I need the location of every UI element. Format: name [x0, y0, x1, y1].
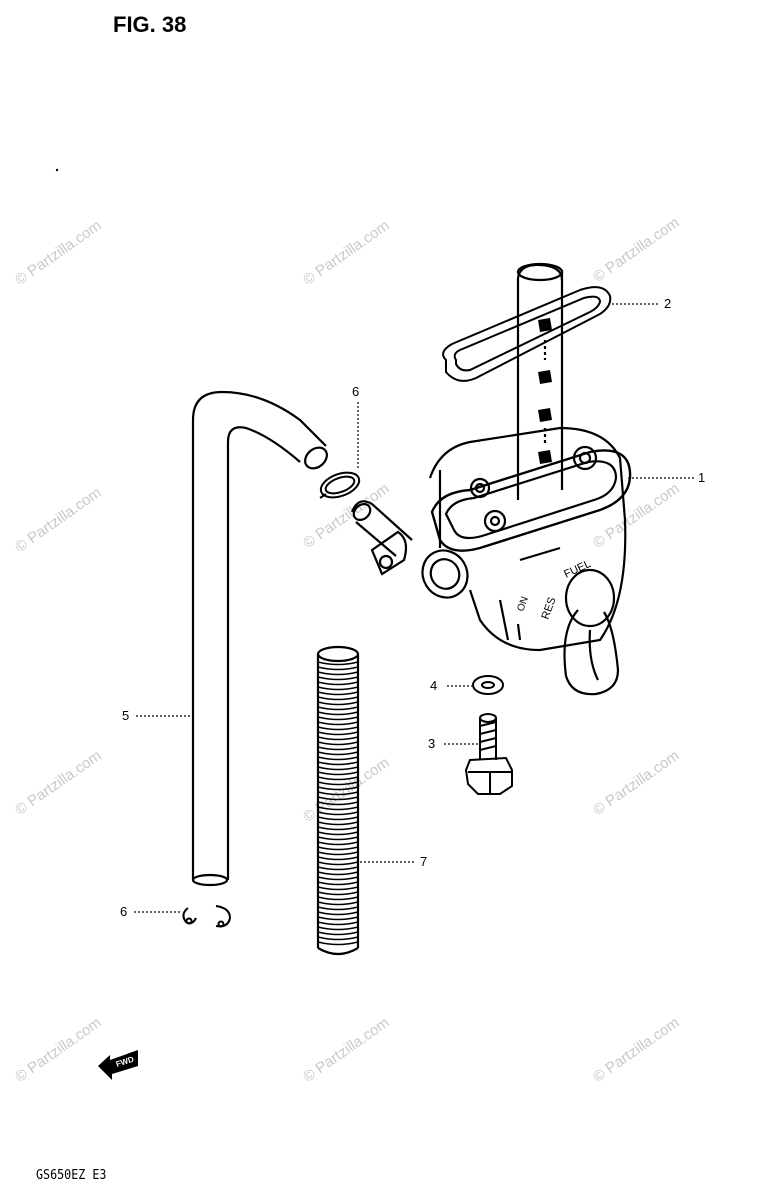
fuel-hose-part-5	[191, 390, 328, 887]
callout-5: 5	[122, 708, 130, 723]
hose-clip-part-6-lower	[182, 905, 232, 928]
callout-2: 2	[664, 296, 672, 311]
leader-lines	[134, 303, 694, 913]
valve-marking-on: ON	[515, 595, 530, 613]
hose-clip-part-6-upper	[319, 471, 361, 499]
valve-marking-fuel: FUEL	[562, 558, 593, 581]
callout-7: 7	[420, 854, 428, 869]
model-code: GS650EZ E3	[36, 1168, 107, 1183]
callout-3: 3	[428, 736, 436, 751]
o-ring-part-2	[442, 286, 612, 382]
valve-marking-res: RES	[540, 596, 559, 621]
figure-title: FIG. 38	[113, 12, 187, 37]
bolt-part-3	[464, 713, 513, 795]
forward-arrow-icon	[98, 1050, 138, 1080]
callout-6-lower: 6	[120, 904, 128, 919]
callout-4: 4	[430, 678, 438, 693]
protector-tube-corrugations	[317, 661, 359, 946]
protector-tube-part-7	[316, 645, 360, 956]
washer-part-4	[472, 675, 504, 695]
callout-1: 1	[698, 470, 706, 485]
callout-6-upper: 6	[352, 384, 360, 399]
